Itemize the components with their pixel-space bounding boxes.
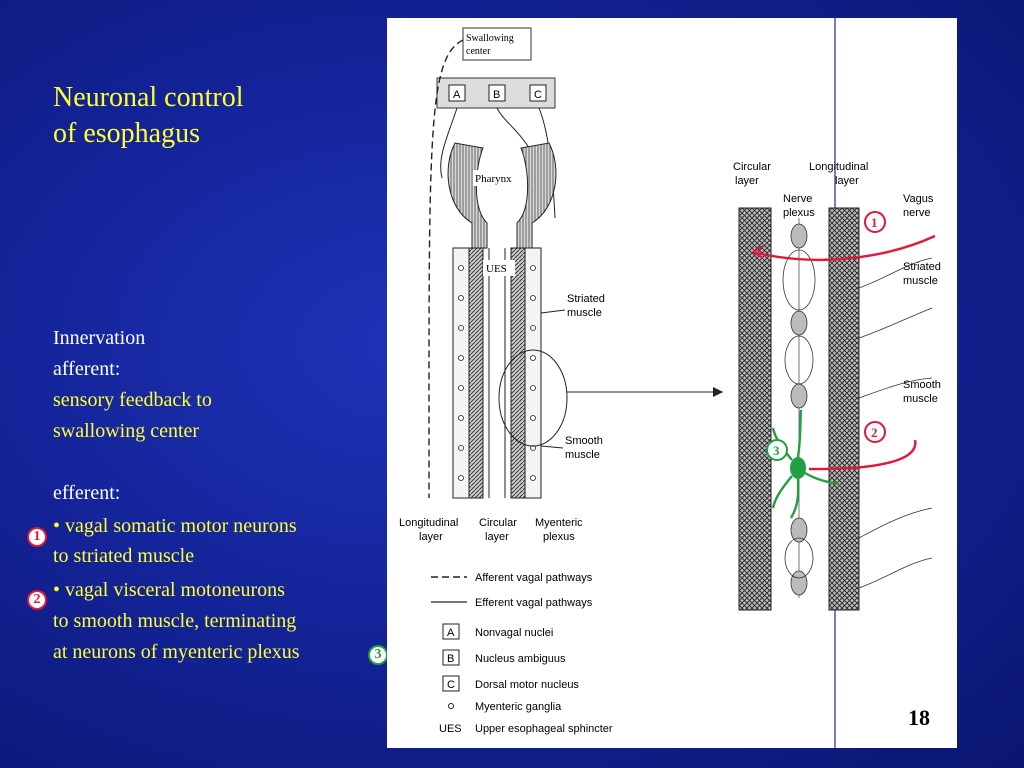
bottom-longitudinal-1: Longitudinal bbox=[399, 517, 458, 529]
swallowing-center-label-1: Swallowing bbox=[466, 33, 514, 44]
efferent-smooth-red bbox=[808, 439, 917, 471]
swallowing-center-label-2: center bbox=[466, 46, 491, 57]
page-number: 18 bbox=[908, 705, 930, 730]
bottom-myenteric-2: plexus bbox=[543, 531, 575, 543]
legend-dorsal-text: Dorsal motor nucleus bbox=[475, 679, 579, 691]
pharynx-label-bg bbox=[473, 170, 523, 186]
marker-3-diagram bbox=[766, 439, 788, 461]
marker-1-diagram-label: 1 bbox=[871, 215, 878, 230]
marker-3-diagram-label: 3 bbox=[773, 443, 780, 458]
right-circular-2: layer bbox=[735, 175, 759, 187]
enlarged-longitudinal-layer bbox=[828, 207, 860, 611]
marker-1-diagram bbox=[864, 211, 886, 233]
legend-key-b-box bbox=[442, 649, 460, 666]
circular-layer-right bbox=[510, 247, 526, 499]
legend-efferent-text: Efferent vagal pathways bbox=[475, 597, 593, 609]
bullet-2-line-1: • vagal visceral motoneurons bbox=[53, 579, 285, 601]
swallowing-center-box bbox=[462, 27, 532, 61]
nucleus-b-label: B bbox=[493, 89, 500, 101]
right-striated-1: Striated bbox=[903, 261, 941, 273]
afferent-desc-2: swallowing center bbox=[53, 420, 200, 442]
legend-ganglia-text: Myenteric ganglia bbox=[475, 701, 562, 713]
diagram-panel: Swallowing center A B C Pharynx bbox=[387, 18, 957, 748]
bullet-1-line-2: to striated muscle bbox=[53, 545, 195, 567]
nucleus-a-label: A bbox=[453, 89, 461, 101]
right-longitudinal-1: Longitudinal bbox=[809, 161, 868, 173]
smooth-muscle-label-1: Smooth bbox=[565, 435, 603, 447]
marker-1-left: 1 bbox=[27, 527, 47, 547]
myenteric-neuron-green bbox=[790, 457, 806, 479]
right-circular-1: Circular bbox=[733, 161, 771, 173]
legend-ambiguus-text: Nucleus ambiguus bbox=[475, 653, 566, 665]
bottom-longitudinal-2: layer bbox=[419, 531, 443, 543]
esophagus-diagram: Swallowing center A B C Pharynx bbox=[399, 18, 941, 748]
afferent-heading: afferent: bbox=[53, 358, 121, 380]
legend-key-c: C bbox=[447, 679, 455, 691]
striated-pointer bbox=[540, 309, 566, 314]
marker-2-diagram-label: 2 bbox=[871, 425, 878, 440]
slide-title: Neuronal control of esophagus bbox=[53, 80, 373, 152]
title-line-2: of esophagus bbox=[53, 118, 200, 149]
ues-label: UES bbox=[486, 263, 507, 275]
legend-key-a-box bbox=[442, 623, 460, 640]
bullet-2-line-2: to smooth muscle, terminating bbox=[53, 610, 297, 632]
right-nerve-plexus-1: Nerve bbox=[783, 193, 812, 205]
ues-label-bg bbox=[483, 260, 515, 276]
bottom-circular-1: Circular bbox=[479, 517, 517, 529]
legend-nonvagal-text: Nonvagal nuclei bbox=[475, 627, 553, 639]
pharynx-right-wall bbox=[516, 142, 557, 249]
myenteric-ganglia-dots bbox=[458, 265, 536, 481]
legend-ues-text: Upper esophageal sphincter bbox=[475, 723, 613, 735]
plexus-loops bbox=[782, 249, 816, 579]
legend-key-ues: UES bbox=[439, 723, 462, 735]
striated-muscle-label-1: Striated bbox=[567, 293, 605, 305]
efferent-curve-a bbox=[440, 107, 458, 179]
enlarged-circular-layer bbox=[738, 207, 772, 611]
right-smooth-2: muscle bbox=[903, 393, 938, 405]
right-striated-2: muscle bbox=[903, 275, 938, 287]
title-line-1: Neuronal control bbox=[53, 82, 244, 113]
nucleus-c-box bbox=[529, 84, 547, 102]
efferent-striated-red-tip bbox=[752, 245, 764, 259]
longitudinal-layer-left bbox=[452, 247, 470, 499]
pharynx-label: Pharynx bbox=[475, 173, 512, 185]
striated-muscle-label-2: muscle bbox=[567, 307, 602, 319]
pharynx-left-wall bbox=[447, 142, 488, 249]
efferent-heading: efferent: bbox=[53, 482, 121, 504]
zoom-circle bbox=[498, 349, 568, 447]
zoom-arrow-head bbox=[713, 387, 723, 397]
afferent-desc-1: sensory feedback to bbox=[53, 389, 212, 411]
legend-ganglia-dot bbox=[448, 703, 454, 709]
bullet-2-line-3: at neurons of myenteric plexus bbox=[53, 641, 300, 663]
smooth-pointer bbox=[540, 445, 564, 449]
marker-2-diagram bbox=[864, 421, 886, 443]
circular-layer-left bbox=[468, 247, 484, 499]
legend: Afferent vagal pathways Efferent vagal p… bbox=[431, 572, 613, 735]
bottom-circular-2: layer bbox=[485, 531, 509, 543]
right-vagus-2: nerve bbox=[903, 207, 931, 219]
right-vagus-1: Vagus bbox=[903, 193, 934, 205]
marker-2-left: 2 bbox=[27, 590, 47, 610]
innervation-heading: Innervation bbox=[53, 327, 146, 349]
legend-key-a: A bbox=[447, 627, 455, 639]
efferent-striated-red bbox=[752, 234, 936, 262]
right-nerve-plexus-2: plexus bbox=[783, 207, 815, 219]
nucleus-b-box bbox=[488, 84, 506, 102]
nerve-fibers bbox=[858, 257, 933, 589]
legend-afferent-text: Afferent vagal pathways bbox=[475, 572, 593, 584]
bottom-myenteric-1: Myenteric bbox=[535, 517, 583, 529]
afferent-pathway bbox=[428, 39, 464, 499]
legend-key-b: B bbox=[447, 653, 454, 665]
nucleus-c-label: C bbox=[534, 89, 542, 101]
legend-key-c-box bbox=[442, 675, 460, 692]
smooth-muscle-label-2: muscle bbox=[565, 449, 600, 461]
right-longitudinal-2: layer bbox=[835, 175, 859, 187]
marker-3-left: 3 bbox=[368, 645, 388, 665]
longitudinal-layer-right bbox=[524, 247, 542, 499]
right-smooth-1: Smooth bbox=[903, 379, 941, 391]
bullet-1-line-1: • vagal somatic motor neurons bbox=[53, 515, 297, 537]
nucleus-a-box bbox=[448, 84, 466, 102]
